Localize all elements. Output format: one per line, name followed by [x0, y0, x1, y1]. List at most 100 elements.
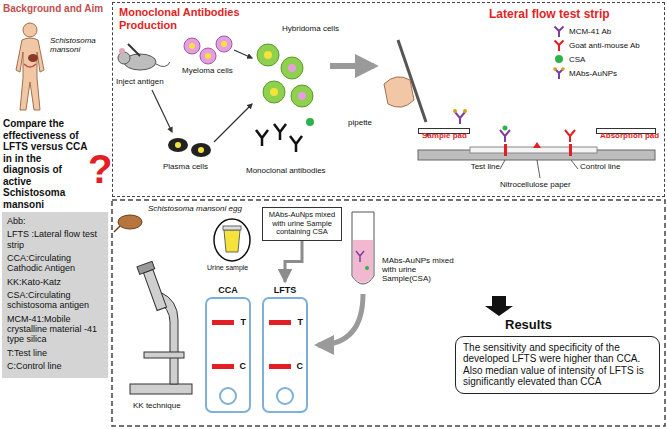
node-text: C:Control line: [7, 361, 103, 371]
mouse: [128, 44, 140, 56]
urine-cup: [224, 230, 240, 252]
label-text: Test line: [458, 162, 500, 171]
plasma-cells: [198, 147, 204, 153]
sample-well: [219, 387, 237, 405]
test-strip: [455, 112, 465, 124]
abbreviation-box: Abb:LFTS :Lateral flow test stripCCA:Cir…: [2, 212, 108, 378]
tube: [352, 212, 374, 284]
microscope: [137, 261, 155, 274]
leader-lines: [500, 160, 578, 178]
legend-symbol: [553, 25, 565, 37]
legend-swatch: [555, 55, 563, 63]
hybridoma-cells: [257, 44, 313, 107]
sample-pad: Sample pad: [418, 128, 470, 134]
node-text: C: [240, 361, 247, 371]
myeloma-cells: [200, 48, 216, 64]
label-text: Schistosoma mansoni: [50, 36, 108, 54]
hand-pipette: [384, 77, 414, 107]
sample-well: [276, 387, 294, 405]
label-text: KK technique: [133, 401, 201, 410]
urine-cup: [214, 219, 250, 261]
microscope: [130, 261, 192, 394]
antibody-symbols: [274, 124, 286, 140]
node-text: The sensitivity and specificity of the d…: [463, 342, 652, 388]
test-cassette: CCATC: [205, 282, 251, 413]
cassette-body: TC: [205, 297, 251, 413]
microscope: [144, 352, 184, 358]
legend-row: MAbs-AuNPs: [553, 66, 640, 80]
legend-text: CSA: [569, 55, 585, 64]
legend-text: Goat anti-mouse Ab: [569, 41, 640, 50]
egg: [118, 215, 142, 229]
test-strip: [500, 130, 510, 142]
tube: [353, 240, 373, 283]
node-text: T: [241, 317, 247, 327]
myeloma-cells: [189, 43, 195, 49]
process-arrow: [152, 90, 172, 132]
microscope: [143, 269, 166, 310]
plasma-cells: [191, 143, 211, 157]
legend-row: CSA: [553, 52, 640, 66]
label-text: Hybridoma cells: [282, 24, 356, 33]
leader-lines: [500, 160, 505, 169]
gold-particle: [561, 67, 565, 71]
mouse: [119, 48, 125, 54]
myeloma-cells: [184, 36, 232, 64]
hybridoma-cells: [257, 44, 279, 66]
process-arrow: [234, 50, 252, 58]
hybridoma-cells: [298, 92, 306, 100]
test-strip: [463, 109, 467, 113]
band-line: [269, 320, 291, 325]
absorption-pad: Absorption pad: [596, 128, 656, 134]
node-text: T:Test line: [7, 348, 103, 358]
label-text: Compare the effectiveness of LFTS versus…: [3, 118, 89, 210]
node-text: Sample pad: [422, 131, 467, 140]
test-cassette: LFTS TC: [262, 282, 308, 413]
leader-lines: [537, 160, 540, 178]
node-text: Lateral flow test strip: [489, 8, 654, 22]
hybridoma-cells: [263, 81, 285, 103]
node-text: CCA: [205, 285, 251, 295]
node-text: MAbs-AuNps mixed with urine Sample conta…: [267, 211, 337, 237]
band-line: [212, 364, 234, 369]
microscope: [130, 384, 192, 394]
node-text: CCA:Circulating Cathodic Antigen: [7, 253, 103, 274]
human-figure: [24, 64, 36, 67]
myeloma-cells: [184, 38, 200, 54]
node-text: CSA:Circulating schistosoma antigen: [7, 290, 103, 311]
test-strip: [565, 130, 575, 142]
legend-symbol: [553, 67, 565, 79]
cassette-body: TC: [262, 297, 308, 413]
legend-symbol: [553, 39, 565, 51]
urine-cup: [223, 226, 241, 230]
human-figure: [16, 23, 44, 110]
gold-particle: [553, 67, 557, 71]
node-text: Absorption pad: [600, 131, 659, 140]
legend-text: MCM-41 Ab: [569, 27, 611, 36]
plasma-cells: [168, 138, 188, 152]
test-strip: [453, 109, 457, 113]
egg: [114, 226, 120, 232]
human-figure: [23, 23, 37, 37]
test-strip: [533, 142, 541, 148]
results-frame: The sensitivity and specificity of the d…: [455, 336, 660, 394]
human-figure: [16, 38, 44, 110]
label-text: Myeloma cells: [182, 66, 244, 75]
node-text: Results: [505, 318, 660, 333]
label-text: Inject antigen: [116, 77, 174, 86]
hybridoma-cells: [264, 51, 272, 59]
hybridoma-cells: [291, 85, 313, 107]
results-arrow: [485, 296, 513, 316]
antibody-symbols: [290, 136, 302, 152]
hybridoma-cells: [281, 57, 303, 79]
flow-connector: [285, 241, 302, 282]
csa-dot: [306, 118, 314, 126]
test-strip: [503, 126, 508, 131]
node-text: KK:Kato-Katz: [7, 277, 103, 287]
band-line: [212, 320, 234, 325]
hybridoma-cells: [270, 88, 278, 96]
node-text: LFTS: [262, 285, 308, 295]
legend-text: MAbs-AuNPs: [569, 69, 617, 78]
label-text: Control line: [580, 162, 636, 171]
leader-lines: [571, 160, 578, 169]
